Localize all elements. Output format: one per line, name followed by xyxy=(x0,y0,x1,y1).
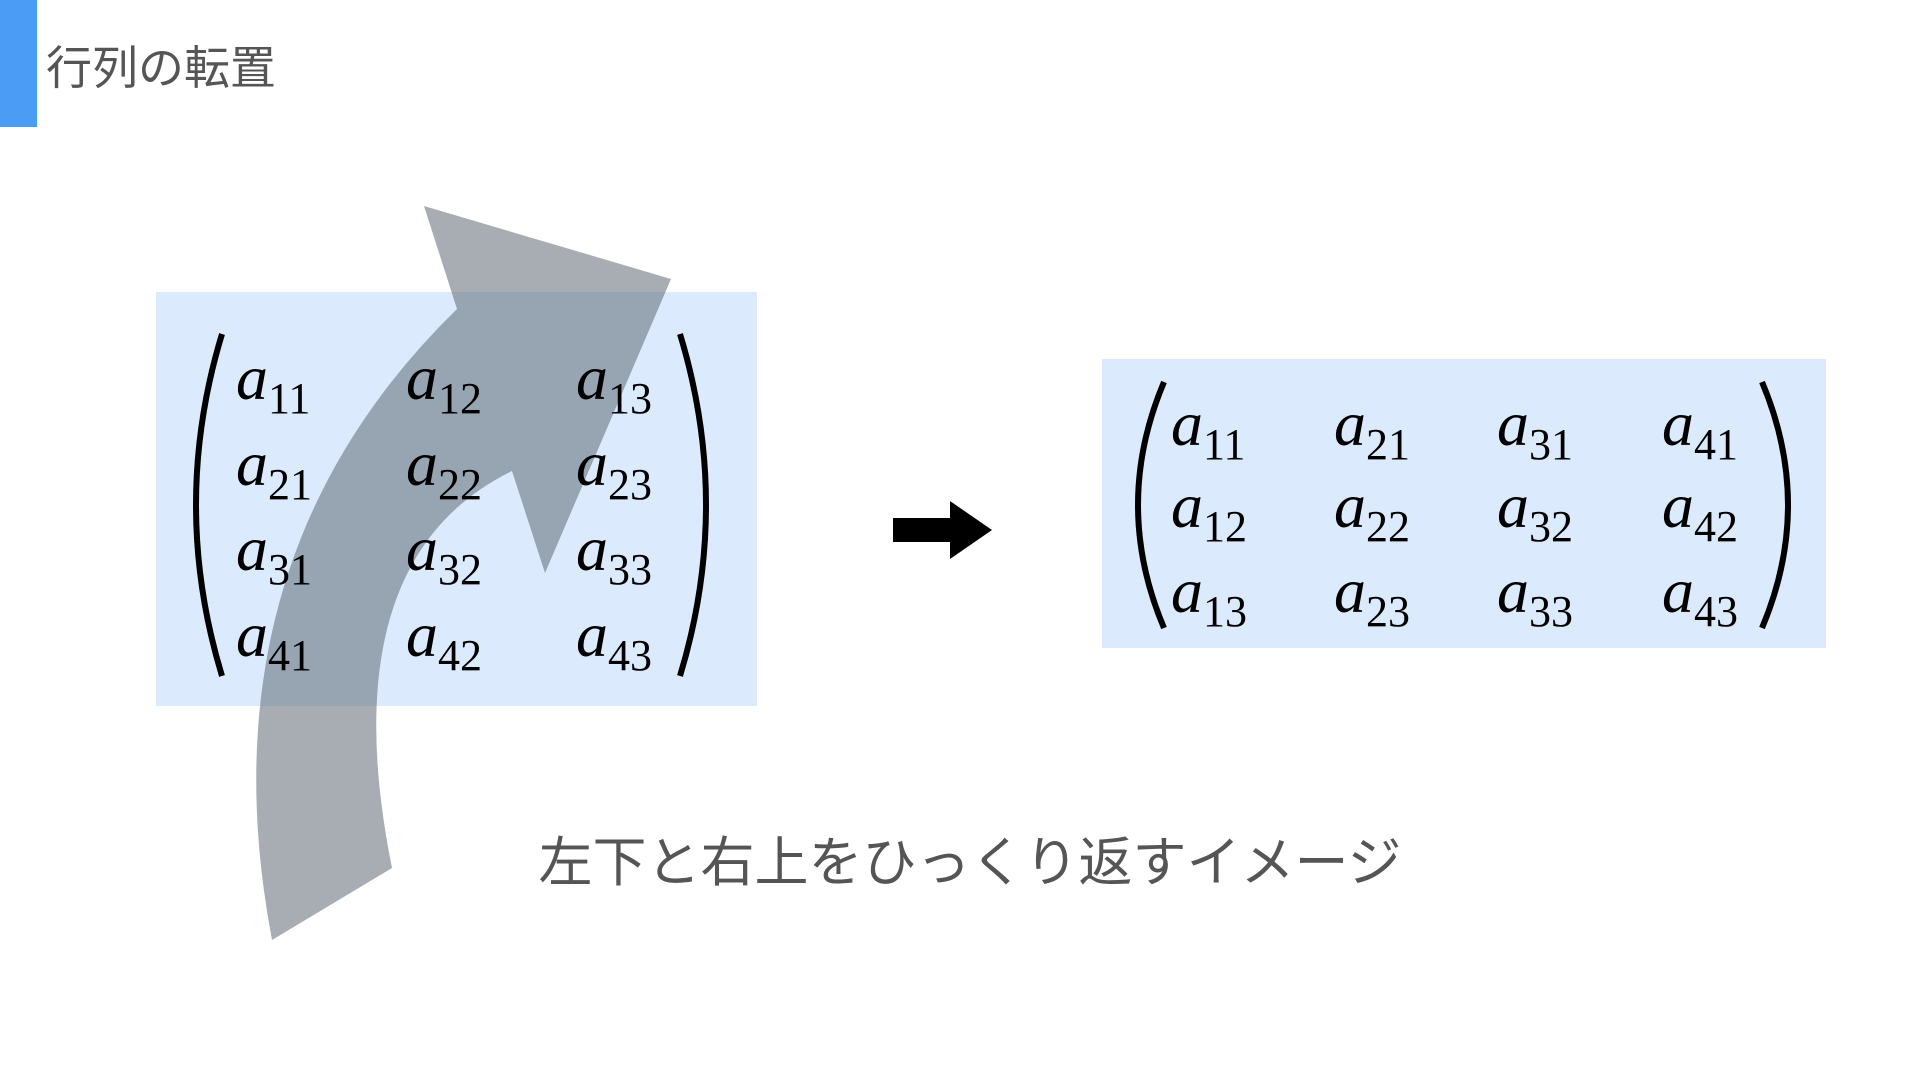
entry-subscript: 12 xyxy=(438,374,482,423)
entry-symbol: a xyxy=(406,428,438,499)
flip-arrow-icon xyxy=(256,206,671,940)
caption: 左下と右上をひっくり返すイメージ xyxy=(538,831,1402,894)
original-matrix-entry: a33 xyxy=(576,517,652,592)
entry-subscript: 42 xyxy=(1694,502,1738,551)
original-matrix-entry: a31 xyxy=(236,517,312,592)
transposed-matrix-entry: a42 xyxy=(1662,474,1738,549)
entry-symbol: a xyxy=(576,599,608,670)
entry-symbol: a xyxy=(1334,388,1366,459)
transposed-matrix-entry: a41 xyxy=(1662,392,1738,467)
entry-symbol: a xyxy=(1171,388,1203,459)
entry-subscript: 43 xyxy=(1694,587,1738,636)
right-paren-transposed xyxy=(1759,380,1791,630)
transposed-matrix-entry: a23 xyxy=(1334,559,1410,634)
transposed-matrix-entry: a21 xyxy=(1334,392,1410,467)
entry-subscript: 32 xyxy=(1529,502,1573,551)
entry-symbol: a xyxy=(576,342,608,413)
left-paren-original xyxy=(193,333,225,677)
transposed-matrix-entry: a22 xyxy=(1334,474,1410,549)
entry-symbol: a xyxy=(1334,555,1366,626)
entry-subscript: 21 xyxy=(1366,420,1410,469)
entry-subscript: 13 xyxy=(608,374,652,423)
transposed-matrix-entry: a33 xyxy=(1497,559,1573,634)
left-paren-transposed xyxy=(1135,380,1167,630)
original-matrix-entry: a12 xyxy=(406,346,482,421)
right-arrow-icon xyxy=(893,501,992,559)
original-matrix-entry: a21 xyxy=(236,432,312,507)
entry-symbol: a xyxy=(1171,470,1203,541)
right-paren-original xyxy=(677,333,709,677)
title-accent-bar xyxy=(0,0,37,127)
original-matrix-entry: a23 xyxy=(576,432,652,507)
transposed-matrix-box xyxy=(1102,359,1826,648)
entry-subscript: 33 xyxy=(1529,587,1573,636)
entry-subscript: 43 xyxy=(608,631,652,680)
entry-symbol: a xyxy=(1171,555,1203,626)
entry-subscript: 12 xyxy=(1203,502,1247,551)
entry-symbol: a xyxy=(1497,388,1529,459)
entry-subscript: 31 xyxy=(268,545,312,594)
entry-symbol: a xyxy=(1497,470,1529,541)
entry-symbol: a xyxy=(236,513,268,584)
transposed-matrix-entry: a32 xyxy=(1497,474,1573,549)
entry-symbol: a xyxy=(236,599,268,670)
transposed-matrix-entry: a11 xyxy=(1171,392,1245,467)
original-matrix-entry: a41 xyxy=(236,603,312,678)
entry-subscript: 11 xyxy=(1203,420,1246,469)
transposed-matrix-entry: a31 xyxy=(1497,392,1573,467)
entry-symbol: a xyxy=(406,342,438,413)
entry-subscript: 32 xyxy=(438,545,482,594)
transposed-matrix-entry: a13 xyxy=(1171,559,1247,634)
entry-subscript: 41 xyxy=(268,631,312,680)
original-matrix-entry: a43 xyxy=(576,603,652,678)
entry-symbol: a xyxy=(576,428,608,499)
entry-subscript: 22 xyxy=(438,460,482,509)
entry-subscript: 33 xyxy=(608,545,652,594)
entry-symbol: a xyxy=(1662,555,1694,626)
entry-subscript: 22 xyxy=(1366,502,1410,551)
transposed-matrix-entry: a43 xyxy=(1662,559,1738,634)
entry-subscript: 23 xyxy=(1366,587,1410,636)
entry-symbol: a xyxy=(1662,388,1694,459)
entry-subscript: 42 xyxy=(438,631,482,680)
entry-symbol: a xyxy=(1662,470,1694,541)
entry-symbol: a xyxy=(406,599,438,670)
original-matrix-entry: a42 xyxy=(406,603,482,678)
transposed-matrix-entry: a12 xyxy=(1171,474,1247,549)
entry-symbol: a xyxy=(406,513,438,584)
entry-symbol: a xyxy=(236,342,268,413)
entry-symbol: a xyxy=(236,428,268,499)
entry-subscript: 31 xyxy=(1529,420,1573,469)
entry-subscript: 13 xyxy=(1203,587,1247,636)
entry-subscript: 41 xyxy=(1694,420,1738,469)
slide-title: 行列の転置 xyxy=(46,41,276,95)
entry-symbol: a xyxy=(1497,555,1529,626)
entry-symbol: a xyxy=(576,513,608,584)
original-matrix-entry: a11 xyxy=(236,346,310,421)
original-matrix-entry: a13 xyxy=(576,346,652,421)
original-matrix-entry: a32 xyxy=(406,517,482,592)
entry-subscript: 23 xyxy=(608,460,652,509)
entry-subscript: 11 xyxy=(268,374,311,423)
original-matrix-entry: a22 xyxy=(406,432,482,507)
entry-symbol: a xyxy=(1334,470,1366,541)
entry-subscript: 21 xyxy=(268,460,312,509)
